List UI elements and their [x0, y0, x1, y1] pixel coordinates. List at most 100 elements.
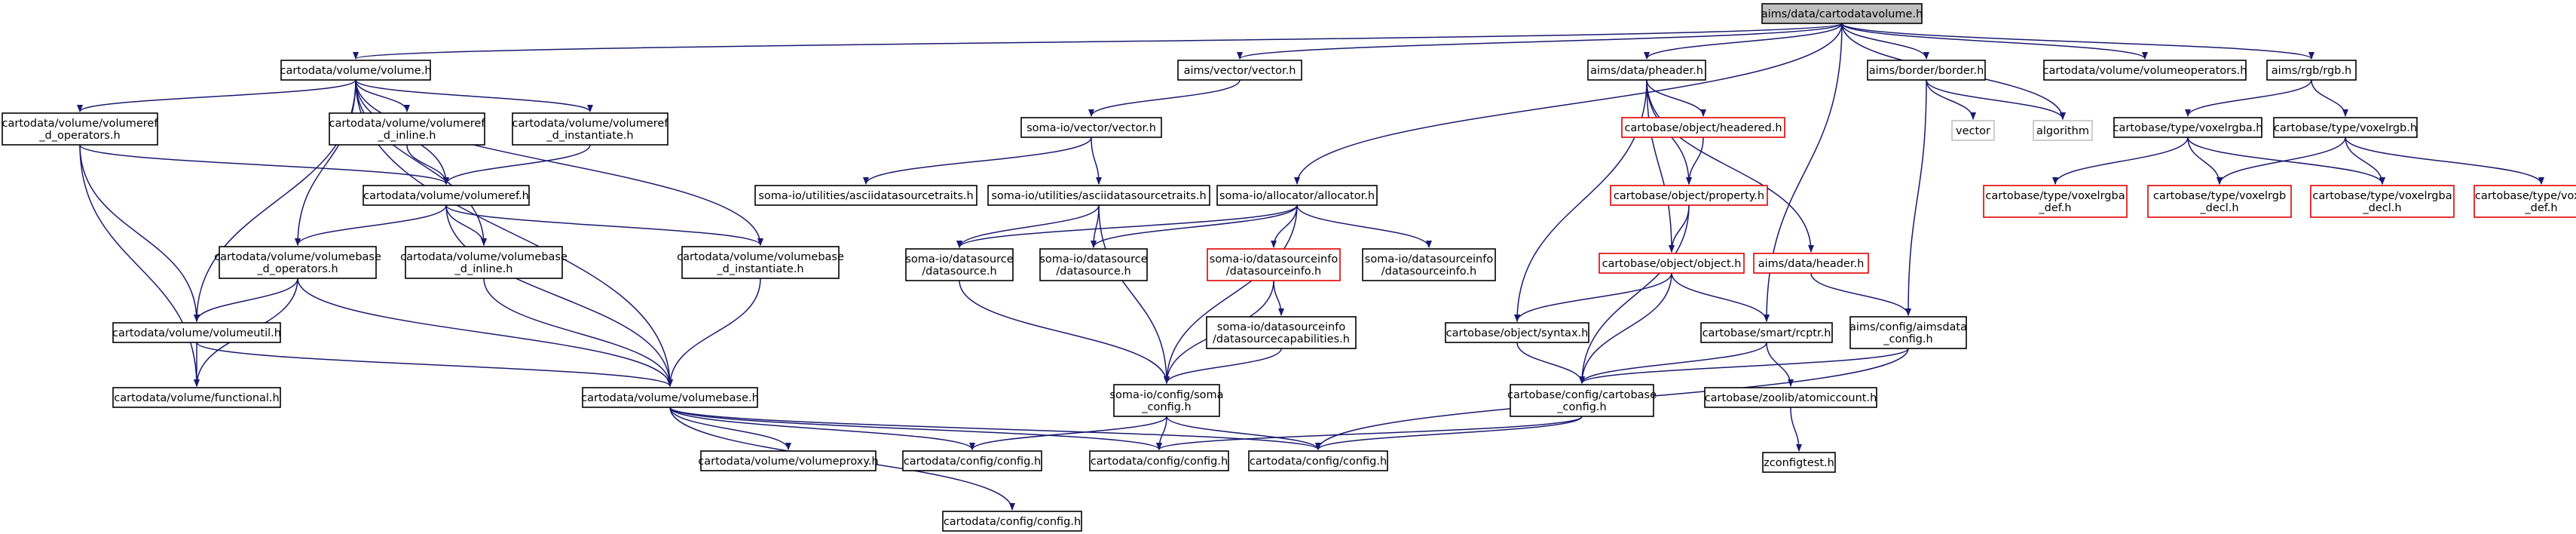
graph-node[interactable]: cartobase/object/syntax.h — [1445, 322, 1589, 343]
edge-headered_h-to-property_h — [1686, 137, 1704, 185]
edge-volume_h-to-volumebase_d_inline_h — [355, 79, 487, 246]
edge-asciidatasourcetraits_h2-to-soma_config_h — [1098, 204, 1170, 384]
graph-node[interactable]: cartobase/type/voxelrgb_def.h — [2474, 185, 2576, 218]
edge-volumebase_d_operators_h-to-volumebase_h — [297, 278, 673, 387]
graph-node[interactable]: cartodata/volume/volumeref_d_instantiate… — [512, 112, 669, 146]
graph-node[interactable]: cartobase/zoolib/atomiccount.h — [1704, 387, 1877, 408]
graph-node[interactable]: cartobase/type/voxelrgba_decl.h — [2310, 185, 2455, 218]
node-label: cartodata/volume/volumeoperators.h — [2043, 65, 2247, 77]
node-box — [942, 511, 1082, 532]
graph-node[interactable]: cartodata/volume/functional.h — [112, 387, 281, 408]
node-label: _config.h — [1556, 401, 1606, 413]
graph-node[interactable]: aims/data/cartodatavolume.h — [1761, 3, 1923, 24]
node-label: cartobase/object/headered.h — [1624, 122, 1782, 134]
edge-volumeref_h-to-volumebase_h — [445, 204, 673, 387]
graph-node[interactable]: cartobase/type/voxelrgba.h — [2113, 117, 2263, 138]
graph-node[interactable]: cartodata/volume/volumeref_d_operators.h — [2, 112, 159, 146]
graph-node[interactable]: cartobase/object/property.h — [1610, 185, 1768, 206]
node-label: _config.h — [1141, 401, 1191, 413]
graph-node[interactable]: cartodata/volume/volumeref_d_inline.h — [329, 112, 486, 146]
node-label: _decl.h — [2362, 202, 2401, 214]
graph-node[interactable]: aims/rgb/rgb.h — [2266, 60, 2357, 81]
edge-volumeref_d_operators_h-to-functional_h — [79, 144, 200, 387]
edge-root-to-allocator_h — [1294, 23, 1843, 185]
graph-node[interactable]: cartodata/config/config.h — [902, 450, 1042, 471]
graph-node[interactable]: soma-io/allocator/allocator.h — [1216, 185, 1378, 206]
graph-node[interactable]: aims/data/pheader.h — [1587, 60, 1706, 81]
graph-node[interactable]: soma-io/datasourceinfo/datasourcecapabil… — [1206, 316, 1357, 349]
node-label: cartodata/volume/volumebase.h — [581, 392, 759, 404]
graph-node[interactable]: soma-io/vector/vector.h — [1020, 117, 1162, 138]
node-label: _d_inline.h — [378, 130, 436, 142]
graph-node[interactable]: aims/border/border.h — [1867, 60, 1986, 81]
graph-node[interactable]: cartobase/object/object.h — [1599, 253, 1745, 274]
node-label: _d_operators.h — [38, 130, 120, 142]
edge-somaio_vector_h-to-asciidatasourcetraits_h — [863, 137, 1092, 185]
node-label: /datasource.h — [1056, 265, 1131, 278]
graph-node[interactable]: cartodata/volume/volumeref.h — [363, 185, 530, 206]
node-label: cartodata/config/config.h — [1250, 456, 1387, 468]
node-box — [2310, 185, 2455, 218]
edge-volumeutil_h-to-volumebase_h — [196, 342, 673, 387]
edge-property_h-to-cartobase_config_h — [1579, 204, 1690, 384]
graph-node[interactable]: cartobase/type/voxelrgb.h — [2273, 117, 2418, 138]
node-label: aims/vector/vector.h — [1184, 65, 1296, 77]
edge-volume_h-to-volumebase_d_operators_h — [295, 79, 356, 246]
graph-node[interactable]: cartobase/type/voxelrgb_decl.h — [2147, 185, 2292, 218]
graph-node[interactable]: cartodata/config/config.h — [1089, 450, 1229, 471]
graph-node[interactable]: cartodata/config/config.h — [942, 511, 1082, 532]
graph-node[interactable]: cartobase/type/voxelrgba_def.h — [1983, 185, 2128, 218]
graph-node[interactable]: soma-io/datasource/datasource.h — [905, 248, 1014, 281]
edge-root-to-border_h — [1841, 23, 1929, 60]
graph-node[interactable]: cartobase/smart/rcptr.h — [1700, 322, 1833, 343]
graph-node[interactable]: soma-io/utilities/asciidatasourcetraits.… — [754, 185, 977, 206]
node-label: cartobase/object/syntax.h — [1446, 327, 1589, 339]
graph-node[interactable]: cartobase/object/headered.h — [1621, 117, 1785, 138]
edge-volume_h-to-volumebase_d_instantiate_h — [355, 79, 763, 246]
graph-node[interactable]: aims/config/aimsdata_config.h — [1849, 316, 1967, 349]
graph-node[interactable]: soma-io/utilities/asciidatasourcetraits.… — [987, 185, 1210, 206]
graph-node[interactable]: soma-io/datasourceinfo/datasourceinfo.h — [1362, 248, 1496, 281]
node-box — [2113, 117, 2262, 138]
edge-rgb_h-to-voxelrgba_h — [2185, 79, 2312, 117]
edge-volumeref_h-to-volumebase_d_inline_h — [445, 204, 487, 246]
graph-node[interactable]: zconfigtest.h — [1762, 452, 1836, 473]
node-box — [905, 248, 1014, 281]
node-label: cartodata/config/config.h — [904, 456, 1041, 468]
node-box — [512, 112, 668, 146]
node-label: cartobase/object/object.h — [1602, 258, 1742, 270]
graph-node[interactable]: cartobase/config/cartobase_config.h — [1507, 384, 1657, 417]
node-label: aims/data/pheader.h — [1590, 65, 1703, 77]
graph-node[interactable]: cartodata/volume/volumebase_d_operators.… — [214, 246, 381, 279]
graph-node[interactable]: algorithm — [2033, 120, 2093, 141]
graph-node[interactable]: aims/data/header.h — [1753, 253, 1869, 274]
graph-node[interactable]: cartodata/config/config.h — [1248, 450, 1388, 471]
node-label: cartodata/volume/volume.h — [280, 65, 431, 77]
edge-header_h-to-aimsdata_config_h — [1810, 272, 1911, 316]
node-label: algorithm — [2036, 125, 2089, 137]
graph-node[interactable]: cartodata/volume/volumebase.h — [581, 387, 759, 408]
graph-node[interactable]: cartodata/volume/volumebase_d_inline.h — [400, 246, 568, 279]
edge-root-to-rcptr_h — [1764, 23, 1843, 322]
graph-node[interactable]: soma-io/datasource/datasource.h — [1039, 248, 1148, 281]
graph-node[interactable]: cartodata/volume/volumeoperators.h — [2043, 60, 2247, 81]
node-box — [1207, 248, 1341, 281]
graph-node[interactable]: cartodata/volume/volumeproxy.h — [698, 450, 879, 471]
node-label: cartodata/volume/volumebase — [400, 251, 568, 263]
edge-pheader_h-to-header_h — [1646, 79, 1814, 253]
graph-node[interactable]: soma-io/datasourceinfo/datasourceinfo.h — [1207, 248, 1341, 281]
node-box — [1362, 248, 1496, 281]
graph-node[interactable]: cartodata/volume/volumebase_d_instantiat… — [677, 246, 844, 279]
edge-syntax_h-to-cartobase_config_h — [1516, 342, 1585, 384]
node-label: cartodata/volume/volumeref.h — [363, 190, 529, 202]
graph-node[interactable]: vector — [1951, 120, 1995, 141]
node-label: soma-io/datasource — [905, 253, 1013, 265]
graph-node[interactable]: cartodata/volume/volumeutil.h — [112, 322, 281, 343]
graph-node[interactable]: aims/vector/vector.h — [1177, 60, 1302, 81]
graph-node[interactable]: soma-io/config/soma_config.h — [1109, 384, 1224, 417]
graph-node[interactable]: cartodata/volume/volume.h — [280, 60, 432, 81]
edge-voxelrgb_h-to-voxelrgb_def_h — [2345, 137, 2544, 185]
edge-allocator_h-to-soma_config_h — [1164, 204, 1298, 384]
node-box — [1610, 185, 1768, 206]
edge-volume_h-to-volumeref_d_inline_h — [355, 79, 410, 112]
